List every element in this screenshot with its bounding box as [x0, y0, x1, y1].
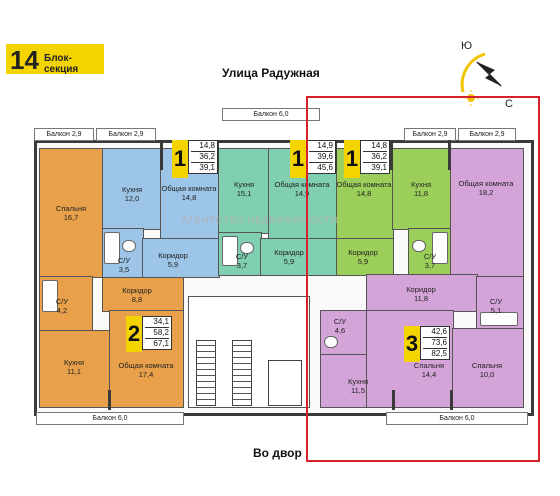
apartment-5-area-living: 42,6: [423, 327, 447, 338]
apartment-5-area-full: 82,5: [431, 349, 447, 358]
sink-violet: [324, 336, 338, 348]
apartment-5-area-total: 73,6: [423, 338, 447, 349]
apartment-4-rooms: 2: [126, 316, 142, 352]
apartment-1-area-living: 14,8: [191, 141, 215, 152]
wall-top-1: [160, 140, 163, 170]
compass-north-label: Ю: [461, 40, 473, 52]
section-badge: 14 Блок-секция: [6, 44, 104, 75]
label-common-green: Общая комната 14,8: [336, 180, 392, 198]
bathtub-violet: [480, 312, 518, 326]
bathtub-green: [432, 232, 448, 264]
wall-bot-3: [450, 390, 453, 410]
label-su-blue: С/У 3,5: [117, 256, 131, 274]
apartment-3-areas: 14,8 36,2 39,1: [360, 140, 390, 174]
wall-top-5: [448, 140, 451, 170]
label-common-orange: Общая комната 17,4: [118, 361, 174, 379]
sink-teal: [240, 242, 254, 254]
bathtub-teal: [222, 236, 238, 266]
apartment-3-area-living: 14,8: [363, 141, 387, 152]
label-corridor-green: Коридор 5,9: [348, 248, 378, 266]
apartment-2-rooms: 1: [290, 140, 306, 178]
apartment-4-areas: 34,1 58,2 67,1: [142, 316, 172, 350]
compass-south-label: С: [505, 98, 513, 110]
sink-blue: [122, 240, 136, 252]
stairs-left: [196, 340, 216, 406]
bathtub-orange: [42, 280, 58, 312]
label-kitchen-orange: Кухня 11,1: [63, 358, 85, 376]
sink-green: [412, 240, 426, 252]
apartment-2-area-total: 39,6: [309, 152, 333, 163]
room-bedroom-orange: [39, 148, 104, 278]
balcony-top-center: Балкон 6,0: [222, 108, 320, 121]
apartment-1-area-full: 39,1: [199, 163, 215, 172]
room-corridor-blue: [142, 238, 220, 278]
apartment-1-area-total: 36,2: [191, 152, 215, 163]
apartment-5-areas: 42,6 73,6 82,5: [420, 326, 450, 360]
wall-top-4: [390, 140, 393, 170]
label-corridor-blue: Коридор 5,9: [158, 251, 188, 269]
label-common-teal: Общая комната 14,9: [274, 180, 330, 198]
label-bedroom-violet-right: Спальня 10,0: [471, 361, 503, 379]
label-bedroom-violet-mid: Спальня 14,4: [413, 361, 445, 379]
room-common-violet: [450, 148, 524, 278]
label-kitchen-green: Кухня 11,8: [410, 180, 432, 198]
label-su-teal: С/У 3,7: [235, 252, 249, 270]
label-bedroom-left: Спальня 16,7: [55, 204, 87, 222]
label-su-violet-left: С/У 4,6: [333, 317, 347, 335]
apartment-4-area-full: 67,1: [153, 339, 169, 348]
apartment-2-area-full: 45,6: [317, 163, 333, 172]
label-corridor-teal: Коридор 5,9: [274, 248, 304, 266]
apartment-3-rooms: 1: [344, 140, 360, 178]
street-bottom: Во двор: [253, 446, 302, 460]
apartment-5-rooms: 3: [404, 326, 420, 362]
watermark: АГЕНТСТВО НЕДВИЖИМОСТИ: [182, 215, 339, 225]
label-corridor-violet: Коридор 11,8: [406, 285, 436, 303]
wall-bot-1: [108, 390, 111, 410]
label-su-violet-right: С/У 5,1: [489, 297, 503, 315]
section-number: 14: [10, 45, 39, 75]
balcony-top-left-a: Балкон 2,9: [34, 128, 94, 141]
label-kitchen-violet: Кухня 11,5: [347, 377, 369, 395]
label-corridor-orange: Коридор 8,8: [122, 286, 152, 304]
balcony-top-left-b: Балкон 2,9: [96, 128, 156, 141]
label-su-green: С/У 3,7: [423, 252, 437, 270]
balcony-bottom-left: Балкон 6,0: [36, 412, 184, 425]
label-su-orange: С/У 4,2: [55, 297, 69, 315]
label-kitchen-teal: Кухня 15,1: [233, 180, 255, 198]
street-top: Улица Радужная: [222, 66, 320, 80]
room-kitchen-green: [392, 148, 452, 230]
bathtub-blue: [104, 232, 120, 264]
apartment-1-areas: 14,8 36,2 39,1: [188, 140, 218, 174]
room-kitchen-orange: [39, 330, 111, 408]
apartment-3-area-total: 36,2: [363, 152, 387, 163]
balcony-top-right-a: Балкон 2,9: [404, 128, 456, 141]
room-corridor-orange: [102, 276, 184, 312]
label-common-violet: Общая комната 18,2: [458, 179, 514, 197]
balcony-bottom-right: Балкон 6,0: [386, 412, 528, 425]
wall-bot-2: [392, 390, 395, 410]
balcony-top-right-b: Балкон 2,9: [458, 128, 516, 141]
highlight-frame: [306, 96, 540, 462]
room-kitchen-blue: [102, 148, 162, 230]
room-kitchen-teal: [218, 148, 270, 234]
apartment-2-areas: 14,9 39,6 45,6: [306, 140, 336, 174]
apartment-4-area-living: 34,1: [145, 317, 169, 328]
section-label: Блок-секция: [44, 53, 79, 75]
stairs-right: [232, 340, 252, 406]
room-corridor-green: [336, 238, 394, 276]
apartment-1-rooms: 1: [172, 140, 188, 178]
elevator: [268, 360, 302, 406]
apartment-3-area-full: 39,1: [371, 163, 387, 172]
label-kitchen-blue: Кухня 12,0: [121, 185, 143, 203]
room-bedroom-violet-right: [452, 328, 524, 408]
apartment-4-area-total: 58,2: [145, 328, 169, 339]
label-common-blue: Общая комната 14,8: [161, 184, 217, 202]
apartment-2-area-living: 14,9: [309, 141, 333, 152]
